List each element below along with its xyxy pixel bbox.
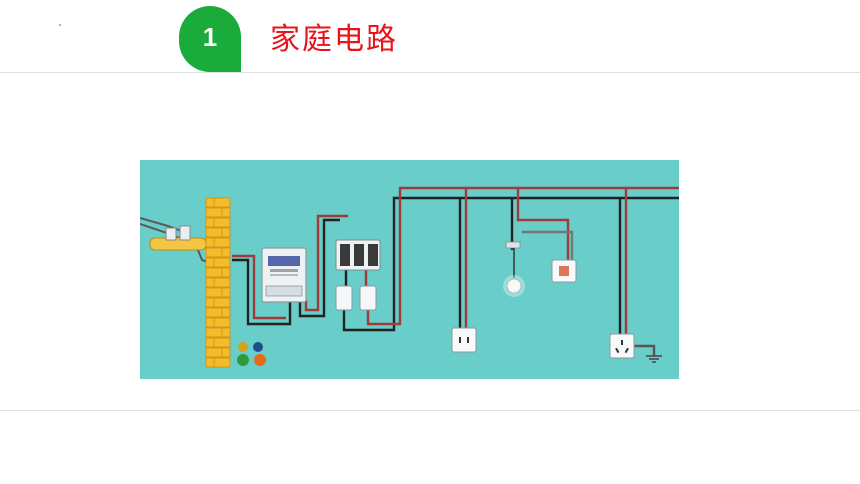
socket-two-pin	[451, 327, 477, 353]
footer-divider	[0, 410, 860, 411]
brick	[205, 337, 231, 348]
household-circuit-diagram	[140, 160, 679, 379]
wall-switch	[551, 259, 577, 283]
section-number-badge: 1	[179, 6, 241, 72]
brick	[205, 267, 231, 278]
wiring	[232, 186, 679, 356]
decorative-dot	[59, 24, 61, 26]
section-number: 1	[202, 21, 218, 52]
brick	[205, 297, 231, 308]
ground-connection	[646, 355, 662, 363]
brick	[205, 247, 231, 258]
electric-meter	[261, 247, 307, 303]
ceiling-lamp	[503, 241, 525, 297]
wall-brick-column	[205, 197, 231, 368]
brick	[205, 257, 231, 268]
incoming-service-line	[140, 217, 209, 263]
socket-three-pin	[609, 333, 635, 359]
brick	[205, 317, 231, 328]
header-divider	[0, 72, 860, 73]
brick	[205, 277, 231, 288]
brick	[205, 217, 231, 228]
brick	[205, 287, 231, 298]
brick	[205, 357, 231, 368]
brick	[205, 307, 231, 318]
brick	[205, 327, 231, 338]
brick	[205, 227, 231, 238]
page-title: 家庭电路	[270, 22, 398, 57]
brick	[205, 207, 231, 218]
indicator-dots	[237, 342, 266, 366]
main-switch	[335, 239, 381, 271]
brick	[205, 237, 231, 248]
brick	[205, 347, 231, 358]
brick	[205, 197, 231, 208]
fuses	[335, 285, 377, 311]
